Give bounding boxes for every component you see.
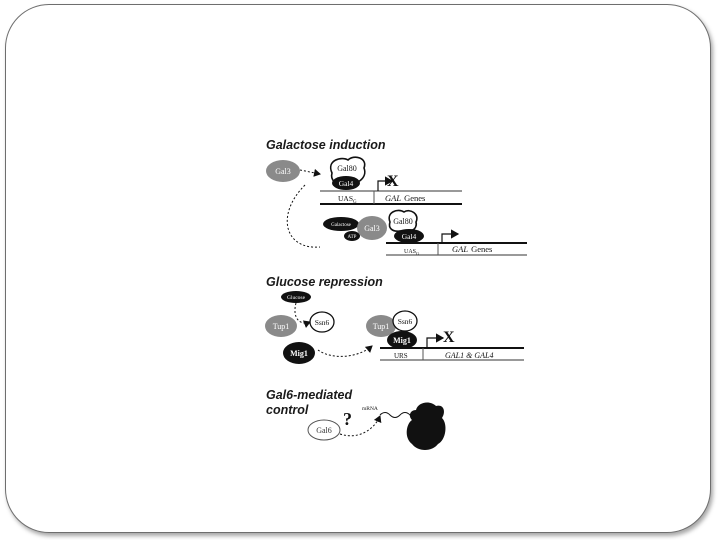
repressed-mark-2: X bbox=[443, 329, 455, 346]
gal4-active-label: Gal4 bbox=[402, 232, 417, 241]
gal4-active-protein bbox=[394, 229, 424, 243]
gal3-bound-label: Gal3 bbox=[364, 224, 380, 233]
glucose-label: Glucose bbox=[287, 295, 306, 301]
atp-label: ATP bbox=[348, 235, 357, 240]
mrna-label: mRNA bbox=[362, 406, 378, 412]
transcription-arrow-1 bbox=[377, 176, 394, 191]
urs-label: URS bbox=[394, 352, 408, 360]
gal6-label: Gal6 bbox=[316, 426, 332, 435]
gal3-label: Gal3 bbox=[275, 167, 291, 176]
gal3-protein bbox=[266, 160, 300, 182]
mig1-protein bbox=[283, 342, 315, 364]
feedback-curve bbox=[286, 184, 321, 248]
slide-frame bbox=[5, 4, 711, 533]
mig1-label: Mig1 bbox=[290, 349, 308, 358]
galactose-molecule bbox=[323, 217, 359, 231]
gal6-control-panel: Gal6 ? mRNA bbox=[307, 402, 446, 450]
gal6-title-line2: control bbox=[266, 403, 309, 417]
ssn6-protein bbox=[309, 311, 335, 333]
question-mark: ? bbox=[343, 409, 352, 429]
gal3-arrow bbox=[299, 168, 321, 177]
galactose-label: Galactose bbox=[331, 223, 351, 228]
glucose-arrow bbox=[294, 302, 311, 328]
transcription-arrow-2 bbox=[441, 229, 460, 243]
tup1-bound-protein bbox=[366, 315, 396, 337]
gal80-label: Gal80 bbox=[337, 164, 357, 173]
tup1-bound-label: Tup1 bbox=[373, 322, 390, 331]
gal6-title-line1: Gal6-mediated bbox=[266, 388, 353, 402]
atp-molecule bbox=[344, 231, 360, 241]
tup1-protein bbox=[265, 315, 297, 337]
gal80-displaced-label: Gal80 bbox=[393, 217, 413, 226]
mig1-arrow bbox=[317, 345, 373, 357]
gal80-displaced-protein bbox=[388, 209, 418, 233]
uas-label-1: UASG bbox=[338, 194, 357, 205]
galactose-induction-title: Galactose induction bbox=[266, 138, 386, 152]
transcription-arrow-3 bbox=[426, 333, 445, 348]
gal6-protein bbox=[307, 419, 341, 441]
mig1-bound-protein bbox=[387, 331, 417, 349]
glucose-repression-title: Glucose repression bbox=[266, 275, 383, 289]
repressed-mark-1: X bbox=[387, 173, 399, 190]
ribosome-icon bbox=[406, 402, 446, 450]
gal1-gal4-label: GAL1 & GAL4 bbox=[445, 351, 493, 360]
ssn6-bound-protein bbox=[392, 310, 418, 332]
uas-label-2: UASG bbox=[404, 249, 420, 256]
gal3-bound-protein bbox=[357, 216, 387, 240]
mig1-bound-label: Mig1 bbox=[393, 336, 411, 345]
glucose-molecule bbox=[281, 291, 311, 303]
tup1-label: Tup1 bbox=[273, 322, 290, 331]
ssn6-label: Ssn6 bbox=[315, 318, 330, 327]
gal4-protein bbox=[332, 176, 360, 190]
gal4-label: Gal4 bbox=[339, 179, 354, 188]
glucose-repression-panel: Glucose Tup1 Ssn6 Mig1 Tup1 Ssn6 Mig1 UR… bbox=[265, 291, 524, 364]
gal6-arrow bbox=[339, 415, 382, 437]
ssn6-bound-label: Ssn6 bbox=[398, 317, 413, 326]
